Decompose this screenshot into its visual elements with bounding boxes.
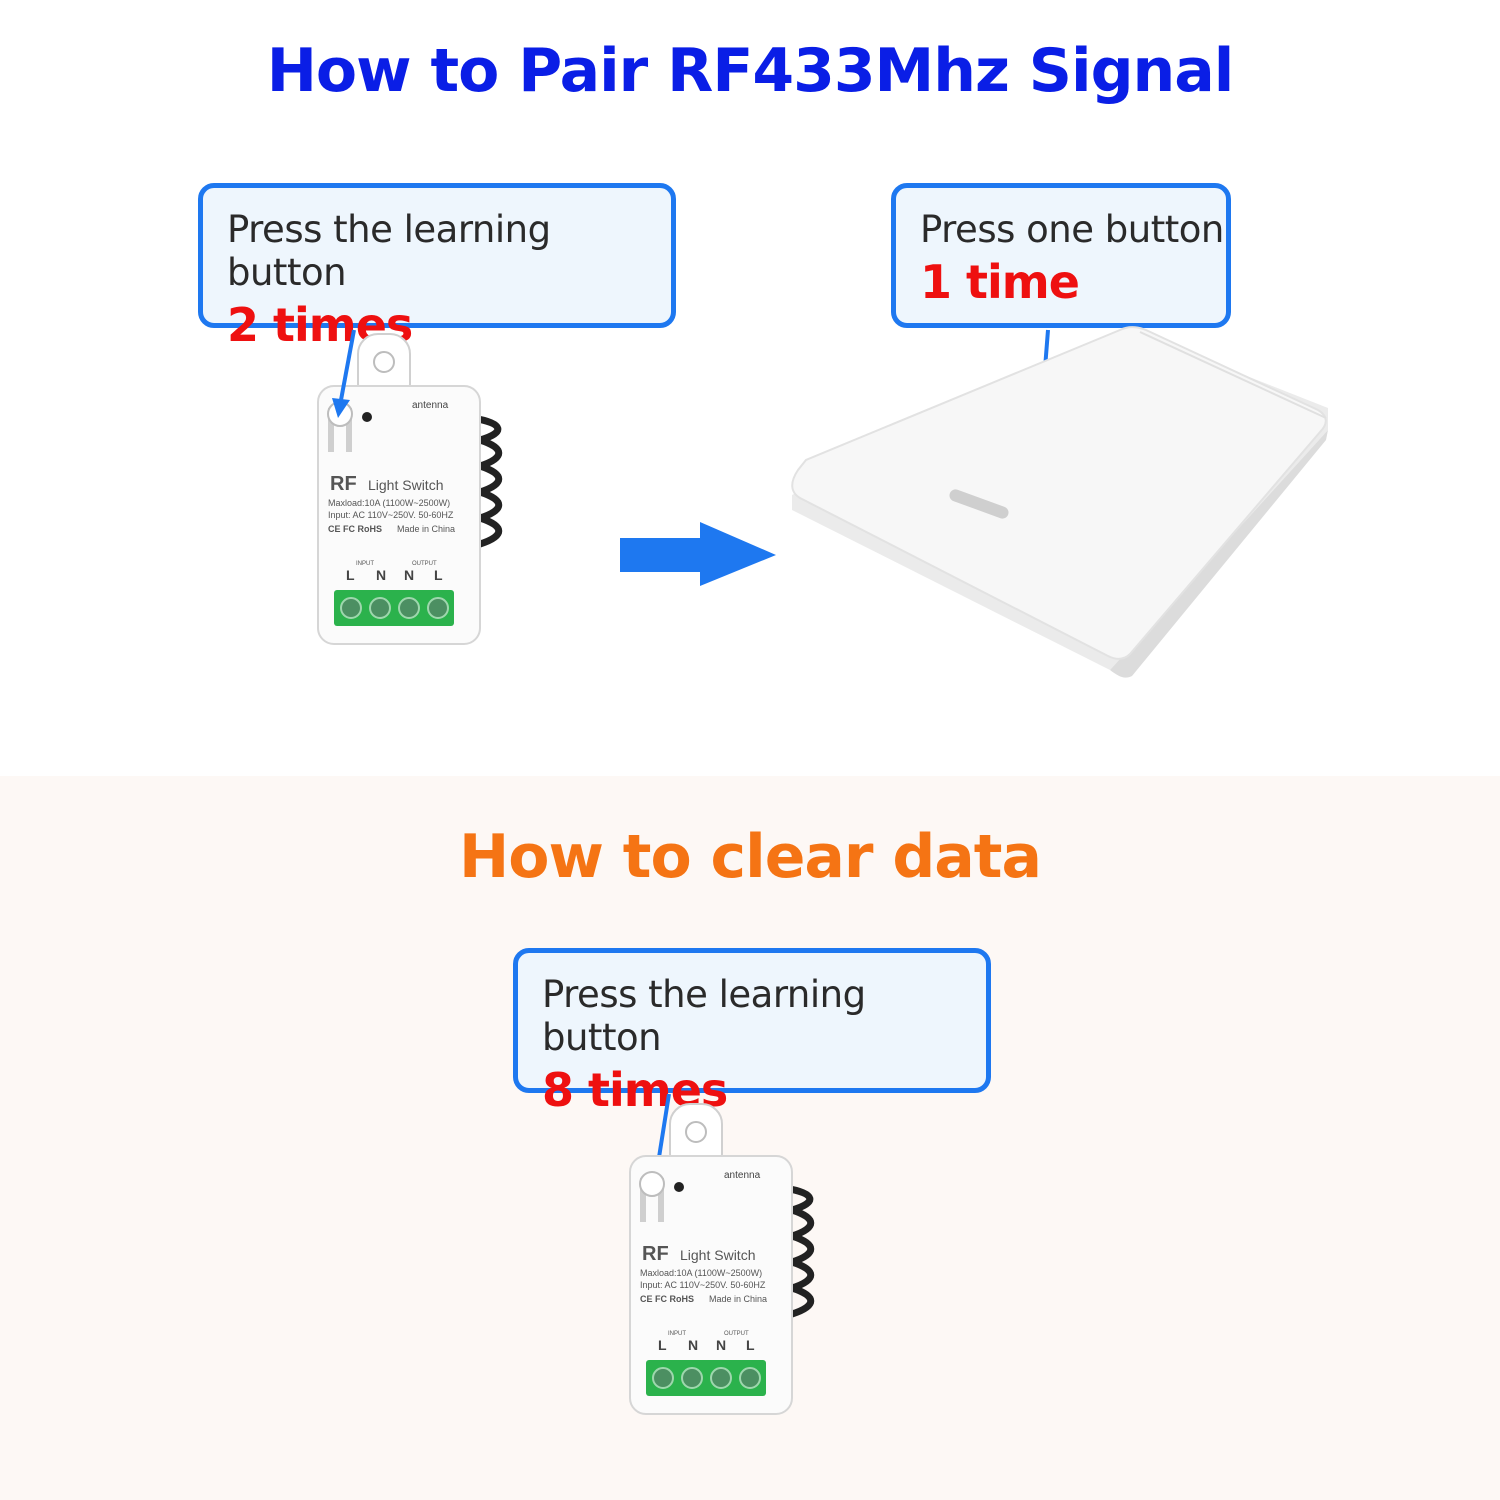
- svg-text:OUTPUT: OUTPUT: [724, 1331, 749, 1337]
- svg-text:Made in China: Made in China: [397, 524, 455, 534]
- svg-text:Input: AC 110V~250V. 50-60HZ: Input: AC 110V~250V. 50-60HZ: [328, 510, 454, 520]
- callout-pair-step2: Press one button 1 time: [891, 183, 1231, 328]
- antenna-coil-icon: [779, 1184, 815, 1318]
- callout-instruction: Press the learning button: [542, 973, 866, 1059]
- svg-text:Made in China: Made in China: [709, 1294, 767, 1304]
- svg-text:CE FC RoHS: CE FC RoHS: [640, 1294, 694, 1304]
- svg-text:Maxload:10A (1100W~2500W): Maxload:10A (1100W~2500W): [640, 1268, 762, 1278]
- clear-title: How to clear data: [459, 822, 1042, 892]
- callout-clear-step1: Press the learning button 8 times: [513, 948, 991, 1117]
- svg-text:OUTPUT: OUTPUT: [412, 561, 437, 567]
- wireless-wall-switch: [791, 326, 1328, 678]
- svg-text:antenna: antenna: [412, 400, 449, 411]
- callout-instruction: Press the learning button: [227, 208, 551, 294]
- callout-instruction: Press one button: [920, 208, 1224, 251]
- svg-text:L: L: [434, 567, 443, 583]
- svg-text:L: L: [658, 1337, 667, 1353]
- svg-text:RF: RF: [642, 1243, 669, 1265]
- svg-text:L: L: [746, 1337, 755, 1353]
- svg-text:RF: RF: [330, 473, 357, 495]
- pair-title: How to Pair RF433Mhz Signal: [266, 36, 1235, 106]
- rf-relay-module-clear: antenna RF Light Switch Maxload:10A (110…: [629, 1103, 815, 1415]
- svg-text:N: N: [404, 567, 414, 583]
- svg-text:L: L: [346, 567, 355, 583]
- svg-text:Light Switch: Light Switch: [680, 1247, 755, 1263]
- svg-text:antenna: antenna: [724, 1170, 761, 1181]
- rf-relay-module-pair: antenna RF Light Switch Maxload:10A (110…: [317, 333, 503, 645]
- arrow-down-icon: [332, 398, 350, 418]
- callout-pair-step1: Press the learning button 2 times: [198, 183, 676, 352]
- antenna-coil-icon: [467, 414, 503, 548]
- arrow-right-icon: [620, 522, 776, 586]
- svg-text:Input: AC 110V~250V. 50-60HZ: Input: AC 110V~250V. 50-60HZ: [640, 1280, 766, 1290]
- svg-text:Light Switch: Light Switch: [368, 477, 443, 493]
- svg-text:N: N: [716, 1337, 726, 1353]
- svg-text:N: N: [376, 567, 386, 583]
- svg-text:CE FC RoHS: CE FC RoHS: [328, 524, 382, 534]
- svg-text:INPUT: INPUT: [356, 561, 374, 567]
- svg-text:N: N: [688, 1337, 698, 1353]
- callout-count: 1 time: [920, 255, 1080, 309]
- svg-text:Maxload:10A (1100W~2500W): Maxload:10A (1100W~2500W): [328, 498, 450, 508]
- svg-text:INPUT: INPUT: [668, 1331, 686, 1337]
